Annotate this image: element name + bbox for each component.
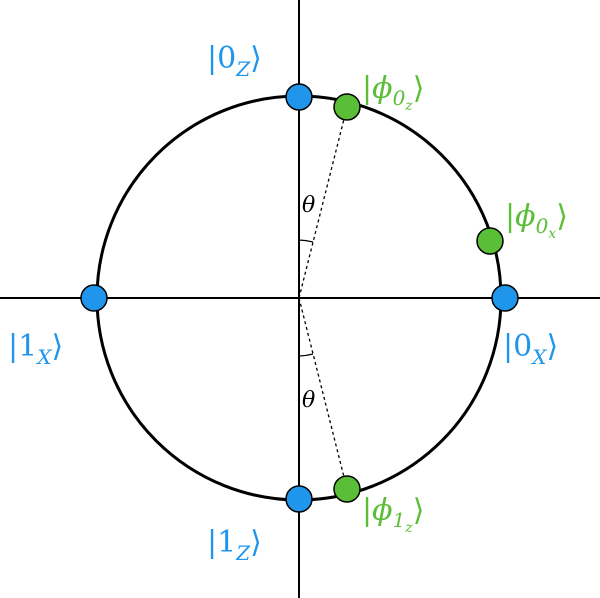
angle-arc-lower	[298, 353, 314, 357]
label-phi-1z: |ϕ1z⟩	[362, 493, 424, 536]
label-zero-z: |0Z⟩	[207, 41, 262, 81]
label-phi-0x: |ϕ0x⟩	[505, 199, 568, 242]
point-one-z	[285, 485, 313, 513]
dashed-line-lower	[298, 297, 348, 490]
point-phi-0z	[333, 93, 361, 121]
label-one-z: |1Z⟩	[207, 525, 262, 565]
dashed-line-upper	[298, 106, 348, 299]
point-zero-x	[491, 284, 519, 312]
point-phi-1z	[333, 475, 361, 503]
theta-label-upper: θ	[302, 193, 315, 218]
point-zero-z	[285, 83, 313, 111]
label-zero-x: |0X⟩	[503, 329, 558, 369]
label-one-x: |1X⟩	[8, 329, 63, 369]
point-one-x	[80, 284, 108, 312]
angle-arc-upper	[298, 239, 314, 243]
point-phi-0x	[476, 227, 504, 255]
theta-label-lower: θ	[302, 388, 315, 413]
label-phi-0z: |ϕ0z⟩	[362, 71, 424, 114]
